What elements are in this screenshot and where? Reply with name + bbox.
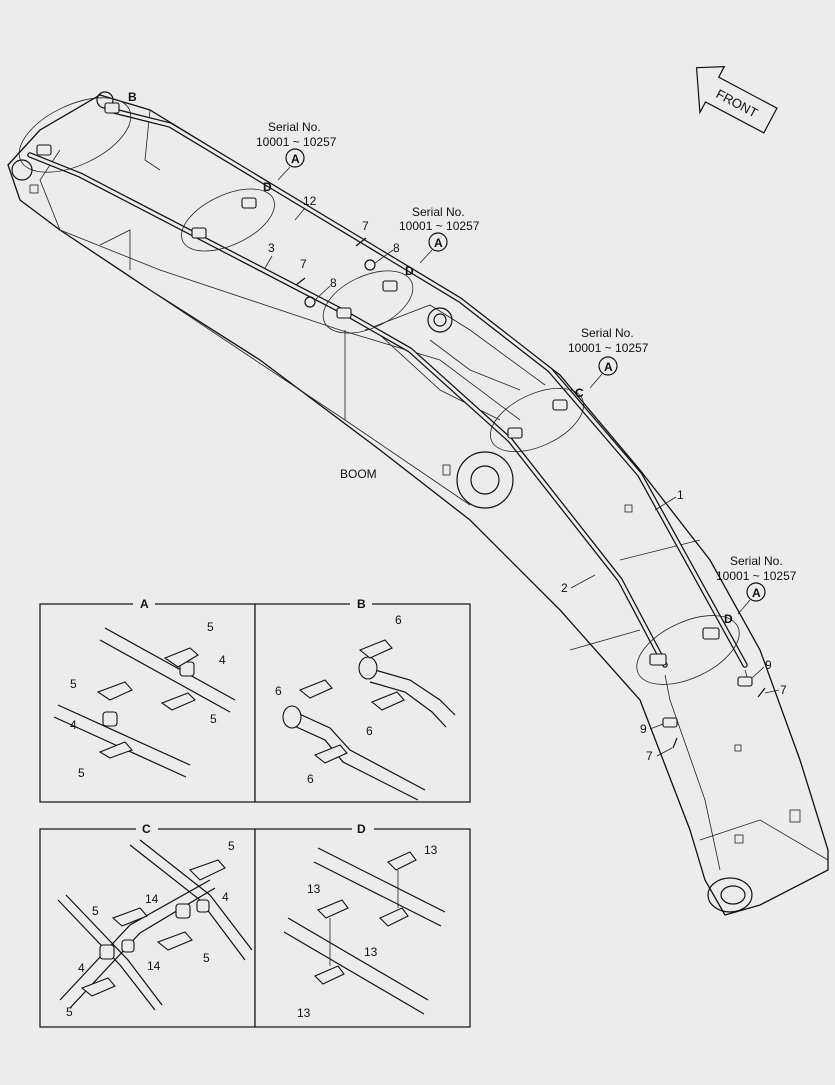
panel-d-label-2: 13 bbox=[307, 882, 321, 896]
panel-c-label-3: 4 bbox=[222, 890, 229, 904]
callout-D-3: D bbox=[724, 612, 733, 626]
boom-callouts: B D D C D 12 7 8 3 7 8 1 2 9 7 9 7 bbox=[128, 90, 787, 763]
callout-7-c: 7 bbox=[780, 683, 787, 697]
serial-ref-4: A bbox=[752, 586, 761, 600]
serial-title-4: Serial No. bbox=[730, 554, 783, 568]
panel-c-label-4: 5 bbox=[92, 904, 99, 918]
hose-lower bbox=[664, 674, 721, 871]
callout-D-2: D bbox=[405, 264, 414, 278]
serial-range-4: 10001 ~ 10257 bbox=[716, 569, 797, 583]
callout-8-b: 8 bbox=[330, 276, 337, 290]
panel-d-label-3: 13 bbox=[364, 945, 378, 959]
panel-a-label-2: 4 bbox=[219, 653, 226, 667]
panel-a-label-3: 5 bbox=[70, 677, 77, 691]
panel-b-title: B bbox=[357, 597, 366, 611]
panel-c-label-8: 5 bbox=[66, 1005, 73, 1019]
serial-ref-3: A bbox=[604, 360, 613, 374]
callout-8-a: 8 bbox=[393, 241, 400, 255]
panel-b-label-4: 6 bbox=[307, 772, 314, 786]
serial-range-2: 10001 ~ 10257 bbox=[399, 219, 480, 233]
hardware-bolts bbox=[295, 237, 766, 749]
panel-c-label-1: 5 bbox=[228, 839, 235, 853]
serial-ref-1: A bbox=[291, 152, 300, 166]
serial-callout-3: Serial No. 10001 ~ 10257 A bbox=[568, 326, 649, 389]
serial-title-2: Serial No. bbox=[412, 205, 465, 219]
clamp-cluster-d-mid bbox=[322, 270, 414, 334]
callout-7-b: 7 bbox=[300, 257, 307, 271]
panel-b-label-1: 6 bbox=[395, 613, 402, 627]
panel-b-label-3: 6 bbox=[366, 724, 373, 738]
panel-a-label-6: 5 bbox=[78, 766, 85, 780]
serial-title-3: Serial No. bbox=[581, 326, 634, 340]
boom-body bbox=[7, 91, 829, 916]
panel-c-label-7: 14 bbox=[147, 959, 161, 973]
callout-C: C bbox=[575, 386, 584, 400]
panel-c-label-2: 14 bbox=[145, 892, 159, 906]
serial-range-3: 10001 ~ 10257 bbox=[568, 341, 649, 355]
clamp-cluster-b bbox=[18, 97, 132, 173]
panel-a-title: A bbox=[140, 597, 149, 611]
panel-c-title: C bbox=[142, 822, 151, 836]
callout-9-b: 9 bbox=[640, 722, 647, 736]
callout-7-a: 7 bbox=[362, 219, 369, 233]
callout-12: 12 bbox=[303, 194, 317, 208]
front-arrow: FRONT bbox=[695, 65, 778, 134]
callout-B: B bbox=[128, 90, 137, 104]
serial-callout-4: Serial No. 10001 ~ 10257 A bbox=[716, 554, 797, 615]
callout-9-a: 9 bbox=[765, 658, 772, 672]
boom-label: BOOM bbox=[340, 467, 377, 481]
callout-2: 2 bbox=[561, 581, 568, 595]
serial-range-1: 10001 ~ 10257 bbox=[256, 135, 337, 149]
panel-d-title: D bbox=[357, 822, 366, 836]
detail-panel-a: A 5 4 5 5 4 5 bbox=[39, 596, 256, 803]
panel-d-label-1: 13 bbox=[424, 843, 438, 857]
panel-c-label-6: 4 bbox=[78, 961, 85, 975]
detail-panel-b: B 6 6 6 6 bbox=[254, 596, 471, 803]
panel-a-label-5: 4 bbox=[70, 718, 77, 732]
detail-panel-d: D 13 13 13 13 bbox=[254, 821, 471, 1028]
serial-callout-1: Serial No. 10001 ~ 10257 A bbox=[256, 120, 337, 181]
panel-a-label-4: 5 bbox=[210, 712, 217, 726]
panel-a-label-1: 5 bbox=[207, 620, 214, 634]
panel-b-label-2: 6 bbox=[275, 684, 282, 698]
pipe-line-12 bbox=[107, 107, 748, 668]
serial-title-1: Serial No. bbox=[268, 120, 321, 134]
pipe-line-3 bbox=[27, 152, 668, 668]
callout-7-d: 7 bbox=[646, 749, 653, 763]
detail-panel-c: C 5 14 4 5 5 4 14 5 bbox=[39, 821, 256, 1028]
callout-3: 3 bbox=[268, 241, 275, 255]
serial-callout-2: Serial No. 10001 ~ 10257 A bbox=[399, 205, 480, 264]
clamp-cluster-d-upper bbox=[181, 188, 275, 252]
clamp-cluster-d-lower bbox=[636, 615, 740, 685]
serial-ref-2: A bbox=[434, 236, 443, 250]
callout-1: 1 bbox=[677, 488, 684, 502]
clamp-cluster-c bbox=[489, 387, 585, 453]
panel-d-label-4: 13 bbox=[297, 1006, 311, 1020]
panel-c-label-5: 5 bbox=[203, 951, 210, 965]
callout-D-1: D bbox=[263, 180, 272, 194]
